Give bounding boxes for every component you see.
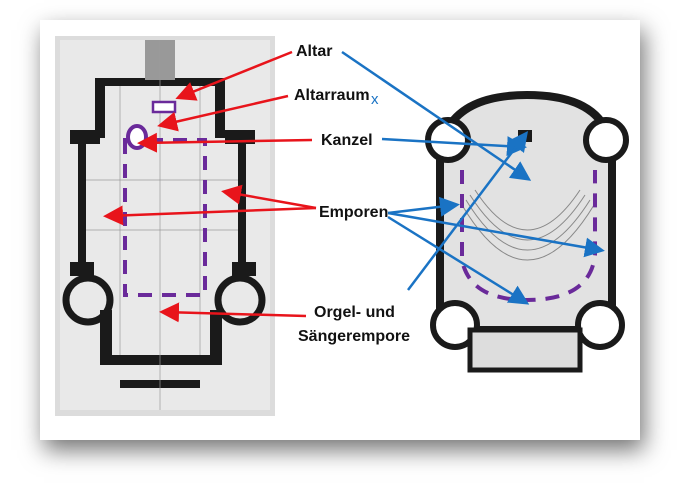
right-floor-plan [425,90,629,373]
label-altarraum-mark: x [371,91,379,108]
label-altarraum: Altarraum [294,87,370,104]
label-orgel-line1: Orgel- und [314,304,395,321]
red-arrows [103,50,317,323]
label-orgel-line2: Sängerempore [298,328,410,345]
left-empore-outline [123,138,207,297]
altar-marker [151,100,177,114]
kanzel-marker [126,124,148,150]
label-emporen: Emporen [319,204,388,221]
label-altar: Altar [296,43,332,60]
label-kanzel: Kanzel [321,132,373,149]
blue-arrows [341,50,605,305]
left-floor-plan [55,36,275,416]
